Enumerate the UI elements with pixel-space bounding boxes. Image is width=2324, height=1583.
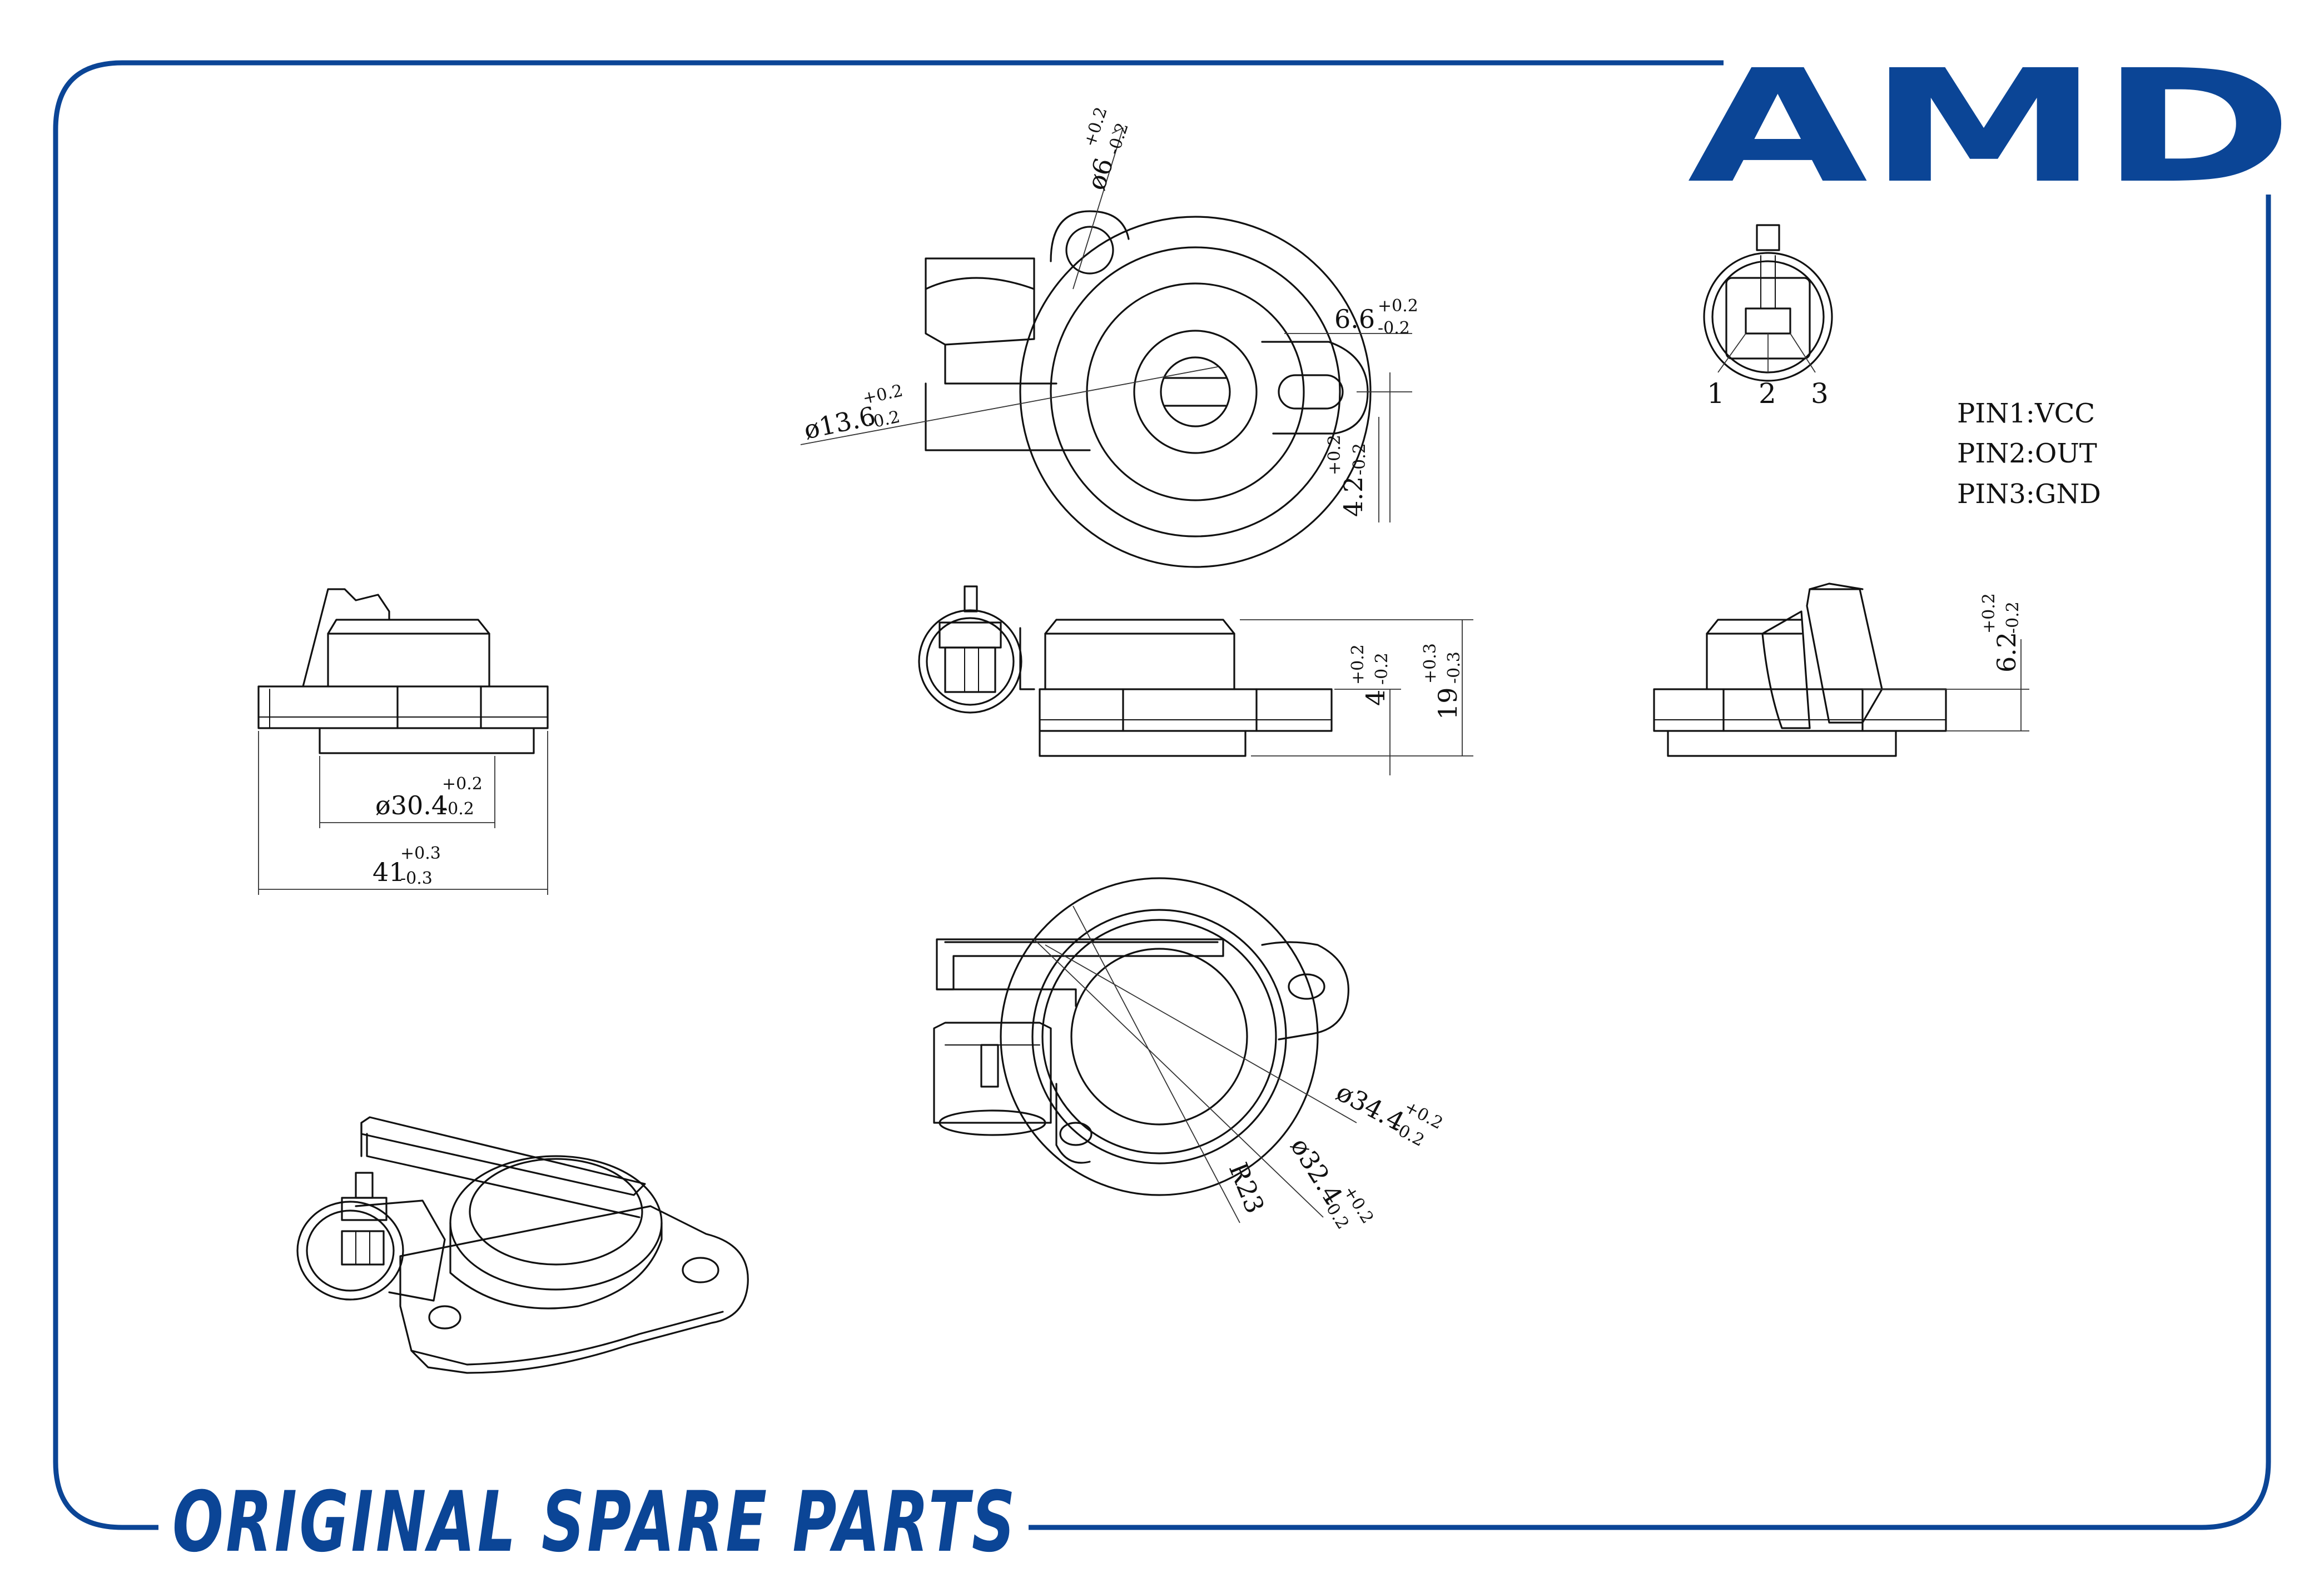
pinout-line-2: PIN2:OUT xyxy=(1957,438,2097,469)
dim-hole-diameter: ø6 +0.2 -0.2 xyxy=(1080,104,1133,193)
dim-inner-diameter: ø32.4 +0.2 -0.2 xyxy=(1285,1132,1378,1233)
brand-logo-text: AMD xyxy=(1687,37,2293,218)
dim-flange-height: 4 +0.2 -0.2 xyxy=(1348,644,1392,706)
svg-text:ø30.4: ø30.4 xyxy=(375,790,448,820)
svg-text:-0.2: -0.2 xyxy=(1350,443,1369,475)
brand-logo: AMD xyxy=(1687,37,2293,218)
dim-total-height: 19 +0.3 -0.3 xyxy=(1421,643,1464,720)
dim-flange-length: 41 +0.3 -0.3 xyxy=(373,844,441,888)
svg-text:41: 41 xyxy=(373,857,405,887)
front-view xyxy=(918,585,1473,775)
top-view xyxy=(800,127,1412,568)
svg-text:+0.2: +0.2 xyxy=(861,381,905,408)
svg-text:4: 4 xyxy=(1360,690,1391,706)
pin-number-2: 2 xyxy=(1759,377,1776,410)
dim-outer-diameter: ø34.4 +0.2 -0.2 xyxy=(1332,1077,1446,1151)
pinout-line-1: PIN1:VCC xyxy=(1957,398,2095,429)
slogan-text: ORIGINAL SPARE PARTS xyxy=(172,1474,1017,1571)
svg-text:+0.2: +0.2 xyxy=(1325,435,1344,475)
svg-text:+0.2: +0.2 xyxy=(1979,593,1999,634)
dim-ear-width: 6.6 +0.2 -0.2 xyxy=(1334,296,1418,338)
right-side-view xyxy=(1653,583,2029,757)
dim-radius: R23 xyxy=(1223,1158,1270,1218)
svg-text:-0.3: -0.3 xyxy=(400,869,433,888)
svg-text:-0.3: -0.3 xyxy=(1444,651,1464,684)
svg-text:4.2: 4.2 xyxy=(1338,476,1368,517)
svg-text:+0.2: +0.2 xyxy=(1378,296,1418,316)
svg-text:+0.3: +0.3 xyxy=(1421,643,1440,684)
dim-connector-height: 6.2 +0.2 -0.2 xyxy=(1979,593,2023,673)
dim-body-diameter: ø30.4 +0.2 -0.2 xyxy=(375,774,483,820)
pinout-line-3: PIN3:GND xyxy=(1957,479,2101,510)
svg-text:-0.2: -0.2 xyxy=(1378,318,1410,338)
svg-text:-0.2: -0.2 xyxy=(1104,121,1133,157)
svg-text:+0.2: +0.2 xyxy=(1348,644,1368,685)
svg-text:R23: R23 xyxy=(1223,1158,1270,1218)
svg-text:6.2: 6.2 xyxy=(1992,632,2022,673)
left-side-view xyxy=(257,588,549,895)
svg-text:6.6: 6.6 xyxy=(1334,304,1375,334)
dim-shaft-diameter: ø13.6 +0.2 -0.2 xyxy=(801,381,905,445)
svg-text:ø32.4: ø32.4 xyxy=(1285,1132,1349,1209)
pin-number-3: 3 xyxy=(1811,377,1829,410)
frame-border xyxy=(53,60,2271,1530)
pin-number-1: 1 xyxy=(1707,377,1725,410)
svg-text:+0.2: +0.2 xyxy=(442,774,483,794)
svg-text:-0.2: -0.2 xyxy=(442,799,474,819)
svg-text:19: 19 xyxy=(1433,687,1463,720)
dim-slot-width: 4.2 +0.2 -0.2 xyxy=(1325,435,1369,517)
svg-text:+0.3: +0.3 xyxy=(400,844,441,863)
isometric-view xyxy=(296,1116,749,1374)
svg-text:-0.2: -0.2 xyxy=(1372,653,1392,685)
pinout-legend: PIN1:VCC PIN2:OUT PIN3:GND xyxy=(1957,398,2101,510)
connector-face xyxy=(1703,224,1833,382)
svg-text:-0.2: -0.2 xyxy=(2003,601,2023,634)
bottom-view xyxy=(933,877,1357,1223)
